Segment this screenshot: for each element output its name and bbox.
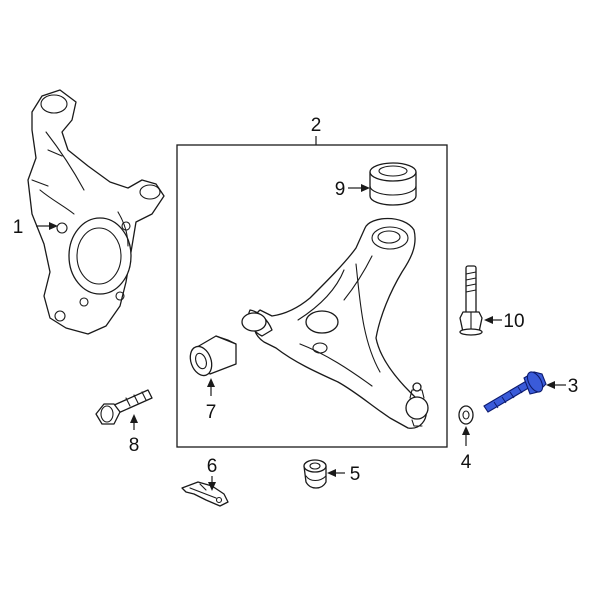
arrow-5 — [327, 469, 336, 477]
callout-7: 7 — [206, 402, 217, 423]
arrow-9 — [361, 184, 370, 192]
bolt-3-highlighted[interactable] — [483, 369, 547, 413]
bolt-10[interactable] — [459, 265, 483, 336]
callout-3: 3 — [568, 376, 579, 397]
arrow-7 — [207, 378, 215, 387]
callout-6: 6 — [207, 456, 218, 477]
washer[interactable] — [458, 405, 474, 425]
arrow-3 — [546, 381, 555, 389]
bolt-8[interactable] — [95, 389, 153, 425]
steering-knuckle[interactable] — [27, 89, 165, 335]
callout-10: 10 — [503, 311, 524, 332]
lower-control-arm[interactable] — [241, 217, 429, 429]
callout-1: 1 — [13, 217, 24, 238]
callout-9: 9 — [335, 179, 346, 200]
arrow-6 — [208, 482, 216, 491]
arrow-8 — [130, 414, 138, 423]
arrow-4 — [462, 426, 470, 435]
callout-4: 4 — [461, 452, 472, 473]
callout-8: 8 — [129, 435, 140, 456]
callout-5: 5 — [350, 464, 361, 485]
arrow-1 — [49, 222, 58, 230]
front-bushing[interactable] — [186, 335, 237, 379]
rear-bushing[interactable] — [303, 459, 327, 489]
lower-control-arm-assembly-frame — [176, 144, 448, 448]
callout-2: 2 — [311, 115, 322, 136]
arrow-10 — [484, 316, 493, 324]
retaining-clip[interactable] — [181, 481, 229, 507]
control-arm-bushing[interactable] — [369, 162, 417, 206]
